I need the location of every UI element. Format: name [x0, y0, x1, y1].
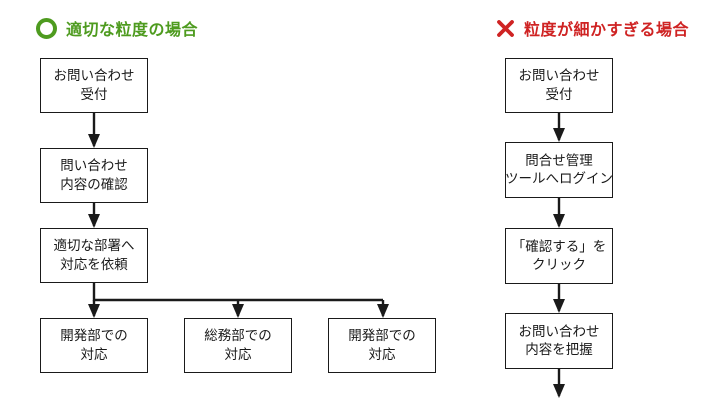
flow-box-label: お問い合わせ 受付	[53, 68, 135, 102]
flow-box-label: 適切な部署へ 対応を依頼	[53, 238, 135, 272]
cross-ng-icon	[497, 19, 514, 37]
flow-box-dev-dept-response-2: 開発部での 対応	[328, 318, 436, 373]
flow-box-label: 開発部での 対応	[60, 328, 128, 362]
flow-box-label: 「確認する」を クリック	[511, 238, 607, 272]
right-flow-header: 粒度が細かすぎる場合	[496, 15, 689, 41]
flow-box-label: お問い合わせ 内容を把握	[518, 323, 600, 357]
flow-box-label: 問い合わせ 内容の確認	[60, 158, 128, 192]
flow-box-inquiry-reception-right: お問い合わせ 受付	[505, 58, 613, 113]
left-flow-header: 適切な粒度の場合	[36, 15, 198, 41]
right-flow-title: 粒度が細かすぎる場合	[524, 22, 690, 39]
flow-box-click-confirm: 「確認する」を クリック	[505, 228, 613, 284]
flow-box-grasp-content: お問い合わせ 内容を把握	[505, 313, 613, 369]
flow-box-login-tool: 問合せ管理 ツールへログイン	[505, 142, 613, 198]
flow-box-general-affairs-response: 総務部での 対応	[184, 318, 292, 373]
left-flow-title: 適切な粒度の場合	[66, 22, 199, 39]
flow-box-inquiry-reception-left: お問い合わせ 受付	[40, 58, 148, 113]
flow-box-label: 問合せ管理 ツールへログイン	[505, 152, 613, 186]
flow-box-assign-department: 適切な部署へ 対応を依頼	[40, 228, 148, 283]
flow-box-label: 開発部での 対応	[348, 328, 416, 362]
flow-box-dev-dept-response-1: 開発部での 対応	[40, 318, 148, 373]
flow-box-confirm-content: 問い合わせ 内容の確認	[40, 148, 148, 203]
flow-box-label: お問い合わせ 受付	[518, 68, 600, 102]
circle-ok-icon	[36, 17, 57, 39]
flow-box-label: 総務部での 対応	[204, 328, 272, 362]
